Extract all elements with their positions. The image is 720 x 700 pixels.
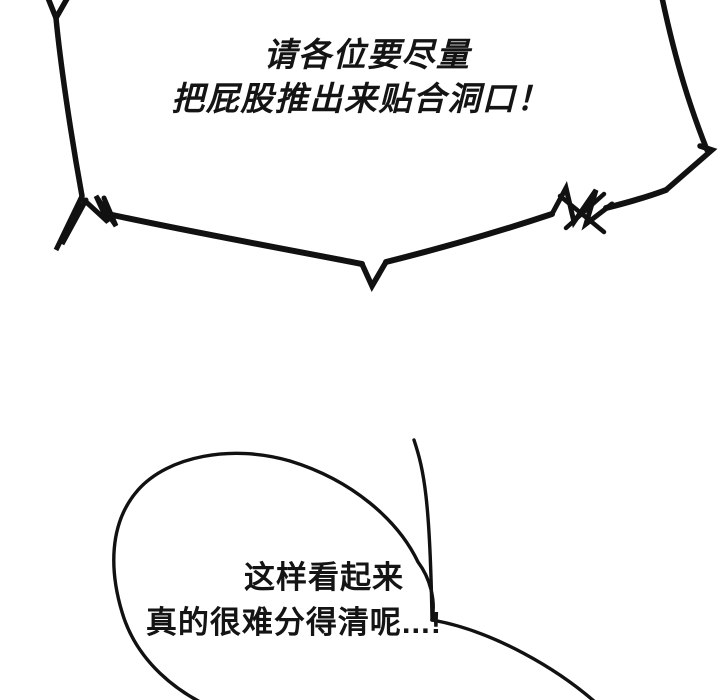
thought-oval-bubble-line-1: 这样看起来 bbox=[244, 560, 404, 595]
thought-oval-bubble-line-2: 真的很难分得清呢...! bbox=[145, 604, 443, 640]
thought-oval-bubble-text: 这样看起来 真的很难分得清呢...! bbox=[0, 560, 600, 641]
shout-bubble-line-2: 把屁股推出来贴合洞口！ bbox=[171, 79, 551, 117]
shout-bubble-outline bbox=[45, 0, 718, 292]
shout-bubble-text: 请各位要尽量 把屁股推出来贴合洞口！ bbox=[0, 36, 720, 119]
thought-oval-bubble-outline bbox=[112, 438, 596, 700]
shout-bubble-line-1: 请各位要尽量 bbox=[263, 36, 471, 73]
